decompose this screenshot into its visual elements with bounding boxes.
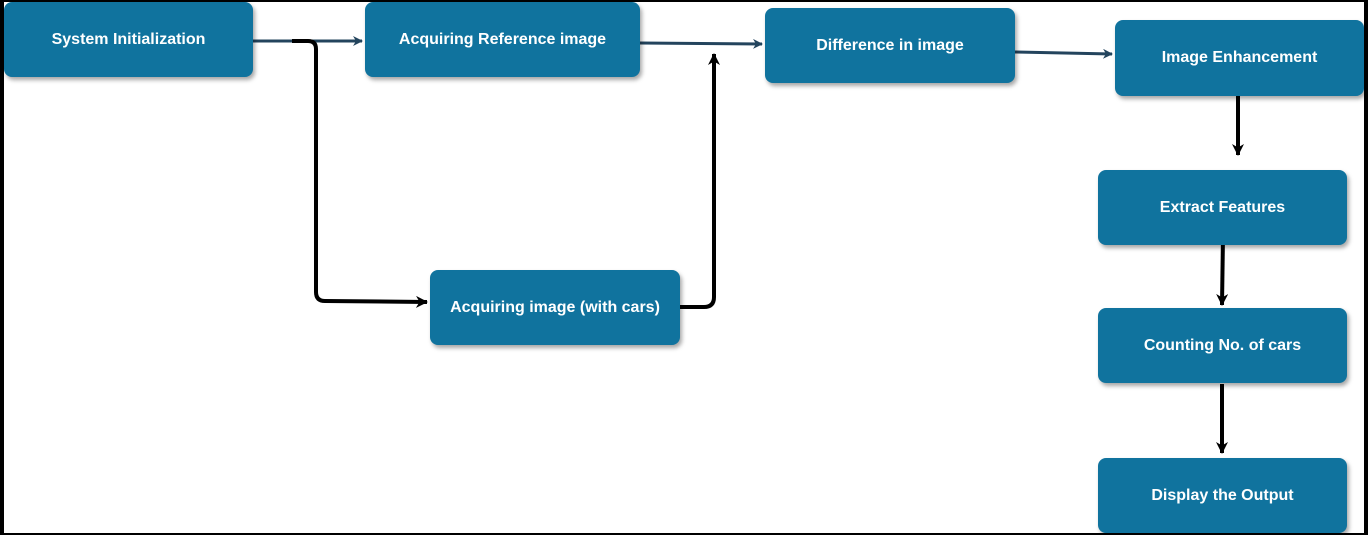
diagram-canvas: System Initialization Acquiring Referenc… <box>4 2 1364 533</box>
node-acquiring-image-with-cars: Acquiring image (with cars) <box>430 270 680 345</box>
node-extract-features: Extract Features <box>1098 170 1347 245</box>
arrow-with-cars-to-difference <box>680 53 720 309</box>
arrow-difference-to-enhancement <box>1014 48 1113 59</box>
node-image-enhancement: Image Enhancement <box>1115 20 1364 96</box>
node-acquiring-reference-image: Acquiring Reference image <box>365 2 640 77</box>
node-counting-no-of-cars: Counting No. of cars <box>1098 308 1347 383</box>
node-display-the-output: Display the Output <box>1098 458 1347 533</box>
arrow-init-to-with-cars <box>292 39 428 308</box>
node-difference-in-image: Difference in image <box>765 8 1015 83</box>
arrow-extract-to-counting <box>1216 235 1229 306</box>
arrow-reference-to-difference <box>639 38 763 49</box>
node-system-initialization: System Initialization <box>4 2 253 77</box>
connectors-layer <box>253 36 1244 454</box>
